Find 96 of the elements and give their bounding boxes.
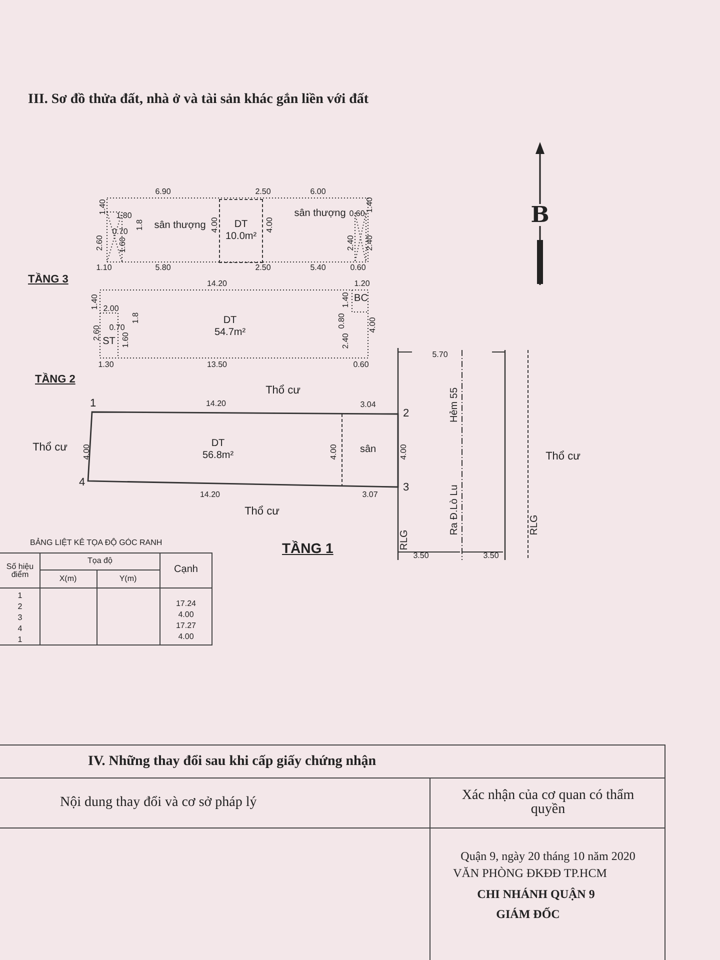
dimension-label: 5.80	[155, 264, 171, 272]
issuer-name: CHI NHÁNH QUẬN 9	[477, 888, 595, 900]
table-header: X(m)	[59, 575, 77, 583]
table-cell: 4.00	[178, 611, 194, 619]
dimension-label: 1.60	[119, 237, 127, 253]
dimension-label: 1.8	[136, 219, 144, 231]
table-title: BẢNG LIỆT KÊ TỌA ĐỘ GÓC RANH	[30, 539, 162, 547]
table-cell: 17.27	[176, 622, 196, 630]
table-cell: 1	[18, 592, 22, 600]
dimension-label: 4.00	[211, 217, 219, 233]
dimension-label: 0.80	[338, 313, 346, 329]
table-cell: 1	[18, 636, 22, 644]
table-header: Cạnh	[174, 565, 198, 575]
dimension-label: 0.70	[109, 324, 125, 332]
room-label: DT	[211, 438, 225, 450]
area-label: 56.8m²	[202, 450, 234, 462]
table-header: Xác nhận của cơ quan có thẩm quyền	[460, 789, 636, 817]
table-cell: 4.00	[178, 633, 194, 641]
dimension-label: 4.00	[369, 317, 377, 333]
issuer-name: VĂN PHÒNG ĐKĐĐ TP.HCM	[453, 867, 607, 879]
dimension-label: 2.00	[103, 305, 119, 313]
signature-date: Quận 9, ngày 20 tháng 10 năm 2020	[460, 850, 636, 862]
point-number: 4	[78, 478, 86, 488]
area-label: 54.7m²	[214, 327, 246, 339]
dimension-label: 1.80	[116, 212, 132, 220]
point-number: 1	[90, 398, 96, 410]
dimension-label: 4.00	[400, 444, 408, 460]
dimension-label: 3.50	[483, 552, 499, 560]
floor-label: TẦNG 2	[35, 374, 76, 386]
north-letter: B	[530, 204, 550, 226]
room-label: DT	[234, 219, 248, 231]
room-label: BC	[354, 293, 368, 305]
dimension-label: 2.40	[342, 333, 350, 349]
dimension-label: 2.40	[366, 235, 374, 251]
dimension-label: 1.30	[98, 361, 114, 369]
dimension-label: 14.20	[206, 400, 226, 408]
room-label: sân	[360, 444, 376, 456]
dimension-label: 2.60	[93, 325, 101, 341]
signer-title: GIÁM ĐỐC	[496, 908, 560, 920]
dimension-label: 14.20	[200, 491, 220, 499]
room-label: sân thượng	[154, 220, 206, 232]
dimension-label: 3.04	[360, 401, 376, 409]
dimension-label: 1.40	[342, 292, 350, 308]
section-heading: III. Sơ đồ thửa đất, nhà ở và tài sản khác gắn liền với đất	[28, 93, 369, 107]
table-header: Tọa độ	[88, 557, 112, 565]
land-use-label: Thổ cư	[32, 442, 68, 454]
table-header: Số hiệu điểm	[5, 563, 35, 579]
point-number: 2	[402, 408, 410, 420]
dimension-label: 13.50	[206, 361, 228, 369]
table-cell: 17.24	[176, 600, 196, 608]
table-cell: 3	[18, 614, 22, 622]
dimension-label: 2.60	[96, 235, 104, 251]
dimension-label: 1.40	[366, 197, 374, 213]
dimension-label: 1.10	[96, 264, 112, 272]
dimension-label: 0.70	[112, 228, 128, 236]
dimension-label: 1.20	[354, 280, 370, 288]
land-use-label: Thổ cư	[546, 452, 580, 462]
room-label: sân thượng	[294, 208, 346, 220]
dimension-label: 2.40	[347, 235, 355, 251]
boundary-label: RLG	[400, 530, 410, 550]
room-label: DT	[223, 315, 237, 327]
dimension-label: 5.40	[310, 264, 326, 272]
dimension-label: 1.40	[99, 199, 107, 215]
dimension-label: 4.00	[83, 444, 91, 460]
dimension-label: 4.00	[266, 217, 274, 233]
table-header: Nội dung thay đổi và cơ sở pháp lý	[60, 796, 257, 810]
dimension-label: 0.60	[350, 264, 366, 272]
room-label: ST	[102, 336, 116, 348]
dimension-label: 6.00	[310, 188, 326, 196]
area-label: 10.0m²	[225, 231, 257, 243]
table-cell: 2	[18, 603, 22, 611]
dimension-label: 0.60	[353, 361, 369, 369]
section-heading: IV. Những thay đổi sau khi cấp giấy chứng nhận	[88, 755, 376, 769]
room-outline	[219, 199, 263, 263]
dimension-label: 6.90	[155, 188, 171, 196]
table-header: Y(m)	[119, 575, 137, 583]
dimension-label: 1.60	[122, 332, 130, 348]
dimension-label: 1.40	[91, 294, 99, 310]
point-number: 3	[402, 482, 410, 494]
dimension-label: 4.00	[330, 444, 338, 460]
dimension-label: 0.60	[349, 210, 365, 218]
dimension-label: 14.20	[206, 280, 228, 288]
dimension-label: 5.70	[432, 351, 448, 359]
floor-label: TẦNG 1	[282, 541, 334, 555]
dimension-label: 2.50	[255, 188, 271, 196]
dimension-label: 2.50	[255, 264, 271, 272]
table-cell: 4	[18, 625, 22, 633]
land-use-label: Thổ cư	[244, 506, 280, 518]
land-use-label: Thổ cư	[266, 386, 300, 396]
boundary-label: RLG	[530, 514, 540, 536]
dimension-label: 3.50	[413, 552, 429, 560]
road-name: Ra Đ.Lò Lu	[450, 484, 460, 536]
dimension-label: 1.8	[132, 312, 140, 324]
floor-label: TẦNG 3	[28, 274, 68, 286]
dimension-label: 3.07	[362, 491, 378, 499]
road-name: Hẻm 55	[450, 388, 460, 422]
